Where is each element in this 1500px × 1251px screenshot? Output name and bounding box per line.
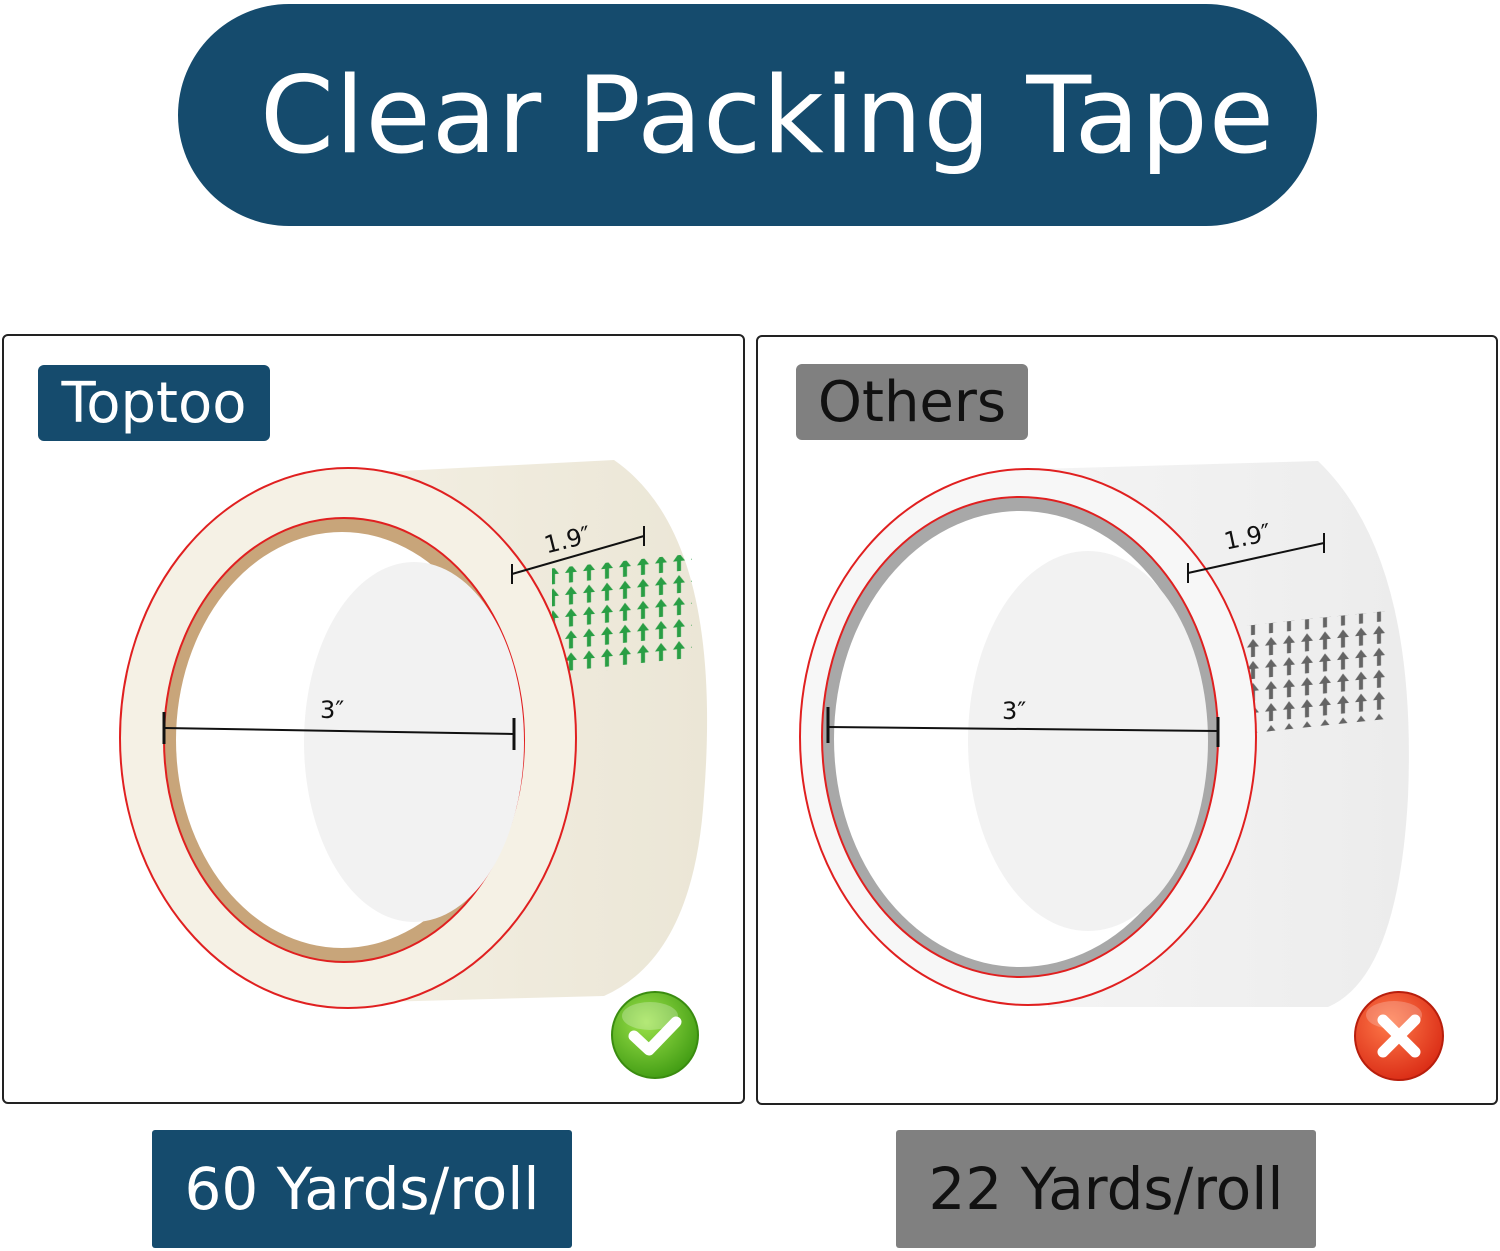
footer-length-toptoo: 60 Yards/roll bbox=[152, 1130, 572, 1248]
width-dimension-line bbox=[1187, 542, 1325, 574]
footer-length-others: 22 Yards/roll bbox=[896, 1130, 1316, 1248]
diameter-dimension-line bbox=[827, 726, 1219, 732]
others-tape-illustration bbox=[799, 461, 1409, 1007]
red-cross-icon bbox=[1354, 991, 1444, 1081]
title-banner: Clear Packing Tape bbox=[178, 4, 1317, 226]
toptoo-tape-illustration bbox=[119, 460, 708, 1009]
width-dimension-line bbox=[511, 535, 645, 575]
page-title: Clear Packing Tape bbox=[260, 53, 1275, 177]
diameter-dimension-line bbox=[163, 727, 515, 735]
tape-hole-shade bbox=[304, 562, 524, 922]
grey-arrow-print bbox=[1246, 610, 1386, 734]
diameter-dimension-label: 3″ bbox=[320, 696, 345, 724]
tape-hole-shade bbox=[968, 551, 1208, 931]
brand-label-toptoo: Toptoo bbox=[38, 365, 270, 441]
diameter-dimension-label: 3″ bbox=[1002, 697, 1027, 725]
green-arrow-print bbox=[552, 553, 692, 677]
toptoo-panel: 1.9″ 3″ Toptoo bbox=[2, 334, 745, 1104]
brand-label-others: Others bbox=[796, 364, 1028, 440]
others-panel: 1.9″ 3″ Others bbox=[756, 335, 1498, 1105]
green-check-icon bbox=[611, 991, 699, 1079]
